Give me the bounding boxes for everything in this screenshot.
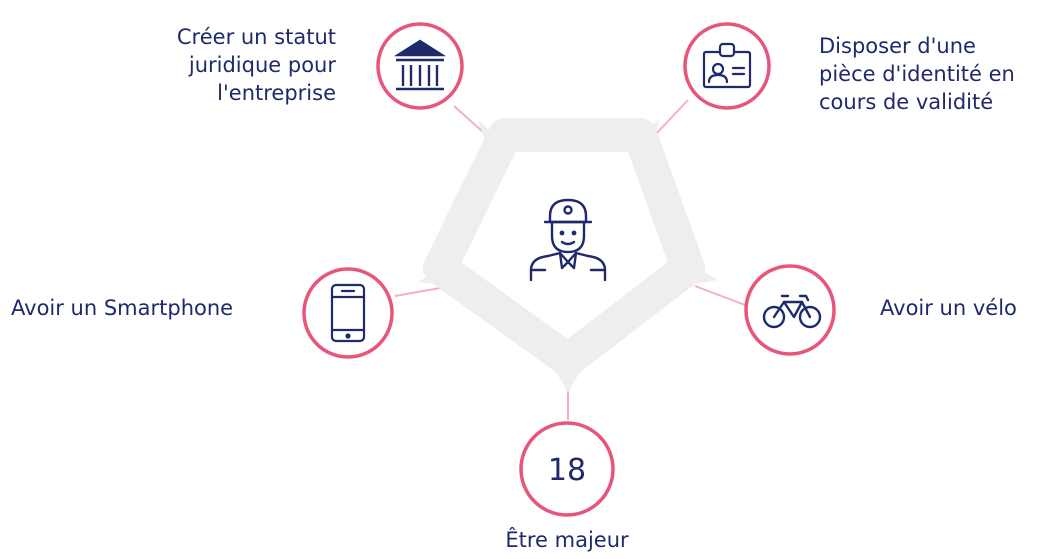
label-line: l'entreprise	[217, 81, 336, 105]
courier-person-icon	[529, 198, 607, 282]
pentagon-frame	[418, 118, 718, 392]
node-velo	[744, 264, 836, 356]
label-line: Avoir un Smartphone	[11, 296, 234, 320]
age-18-number: 18	[548, 453, 586, 488]
label-statut-juridique: Créer un statut juridique pour l'entrepr…	[110, 23, 336, 107]
label-velo: Avoir un vélo	[880, 294, 1048, 322]
label-line: Créer un statut	[176, 25, 336, 49]
id-card-icon	[702, 42, 752, 89]
label-line: Être majeur	[505, 528, 629, 552]
label-line: Disposer d'une	[819, 34, 976, 58]
label-majeur: Être majeur	[467, 526, 667, 554]
node-smartphone	[302, 267, 394, 359]
label-smartphone: Avoir un Smartphone	[11, 294, 291, 322]
node-statut-juridique	[376, 22, 464, 110]
label-line: Avoir un vélo	[880, 296, 1017, 320]
label-line: pièce d'identité en	[819, 62, 1015, 86]
label-line: juridique pour	[188, 53, 336, 77]
bank-icon	[393, 39, 447, 91]
node-majeur: 18	[519, 421, 615, 517]
node-piece-identite	[683, 22, 771, 110]
smartphone-icon	[330, 283, 366, 343]
label-line: cours de validité	[819, 90, 994, 114]
label-piece-identite: Disposer d'une pièce d'identité en cours…	[819, 32, 1047, 116]
bicycle-icon	[762, 294, 822, 329]
